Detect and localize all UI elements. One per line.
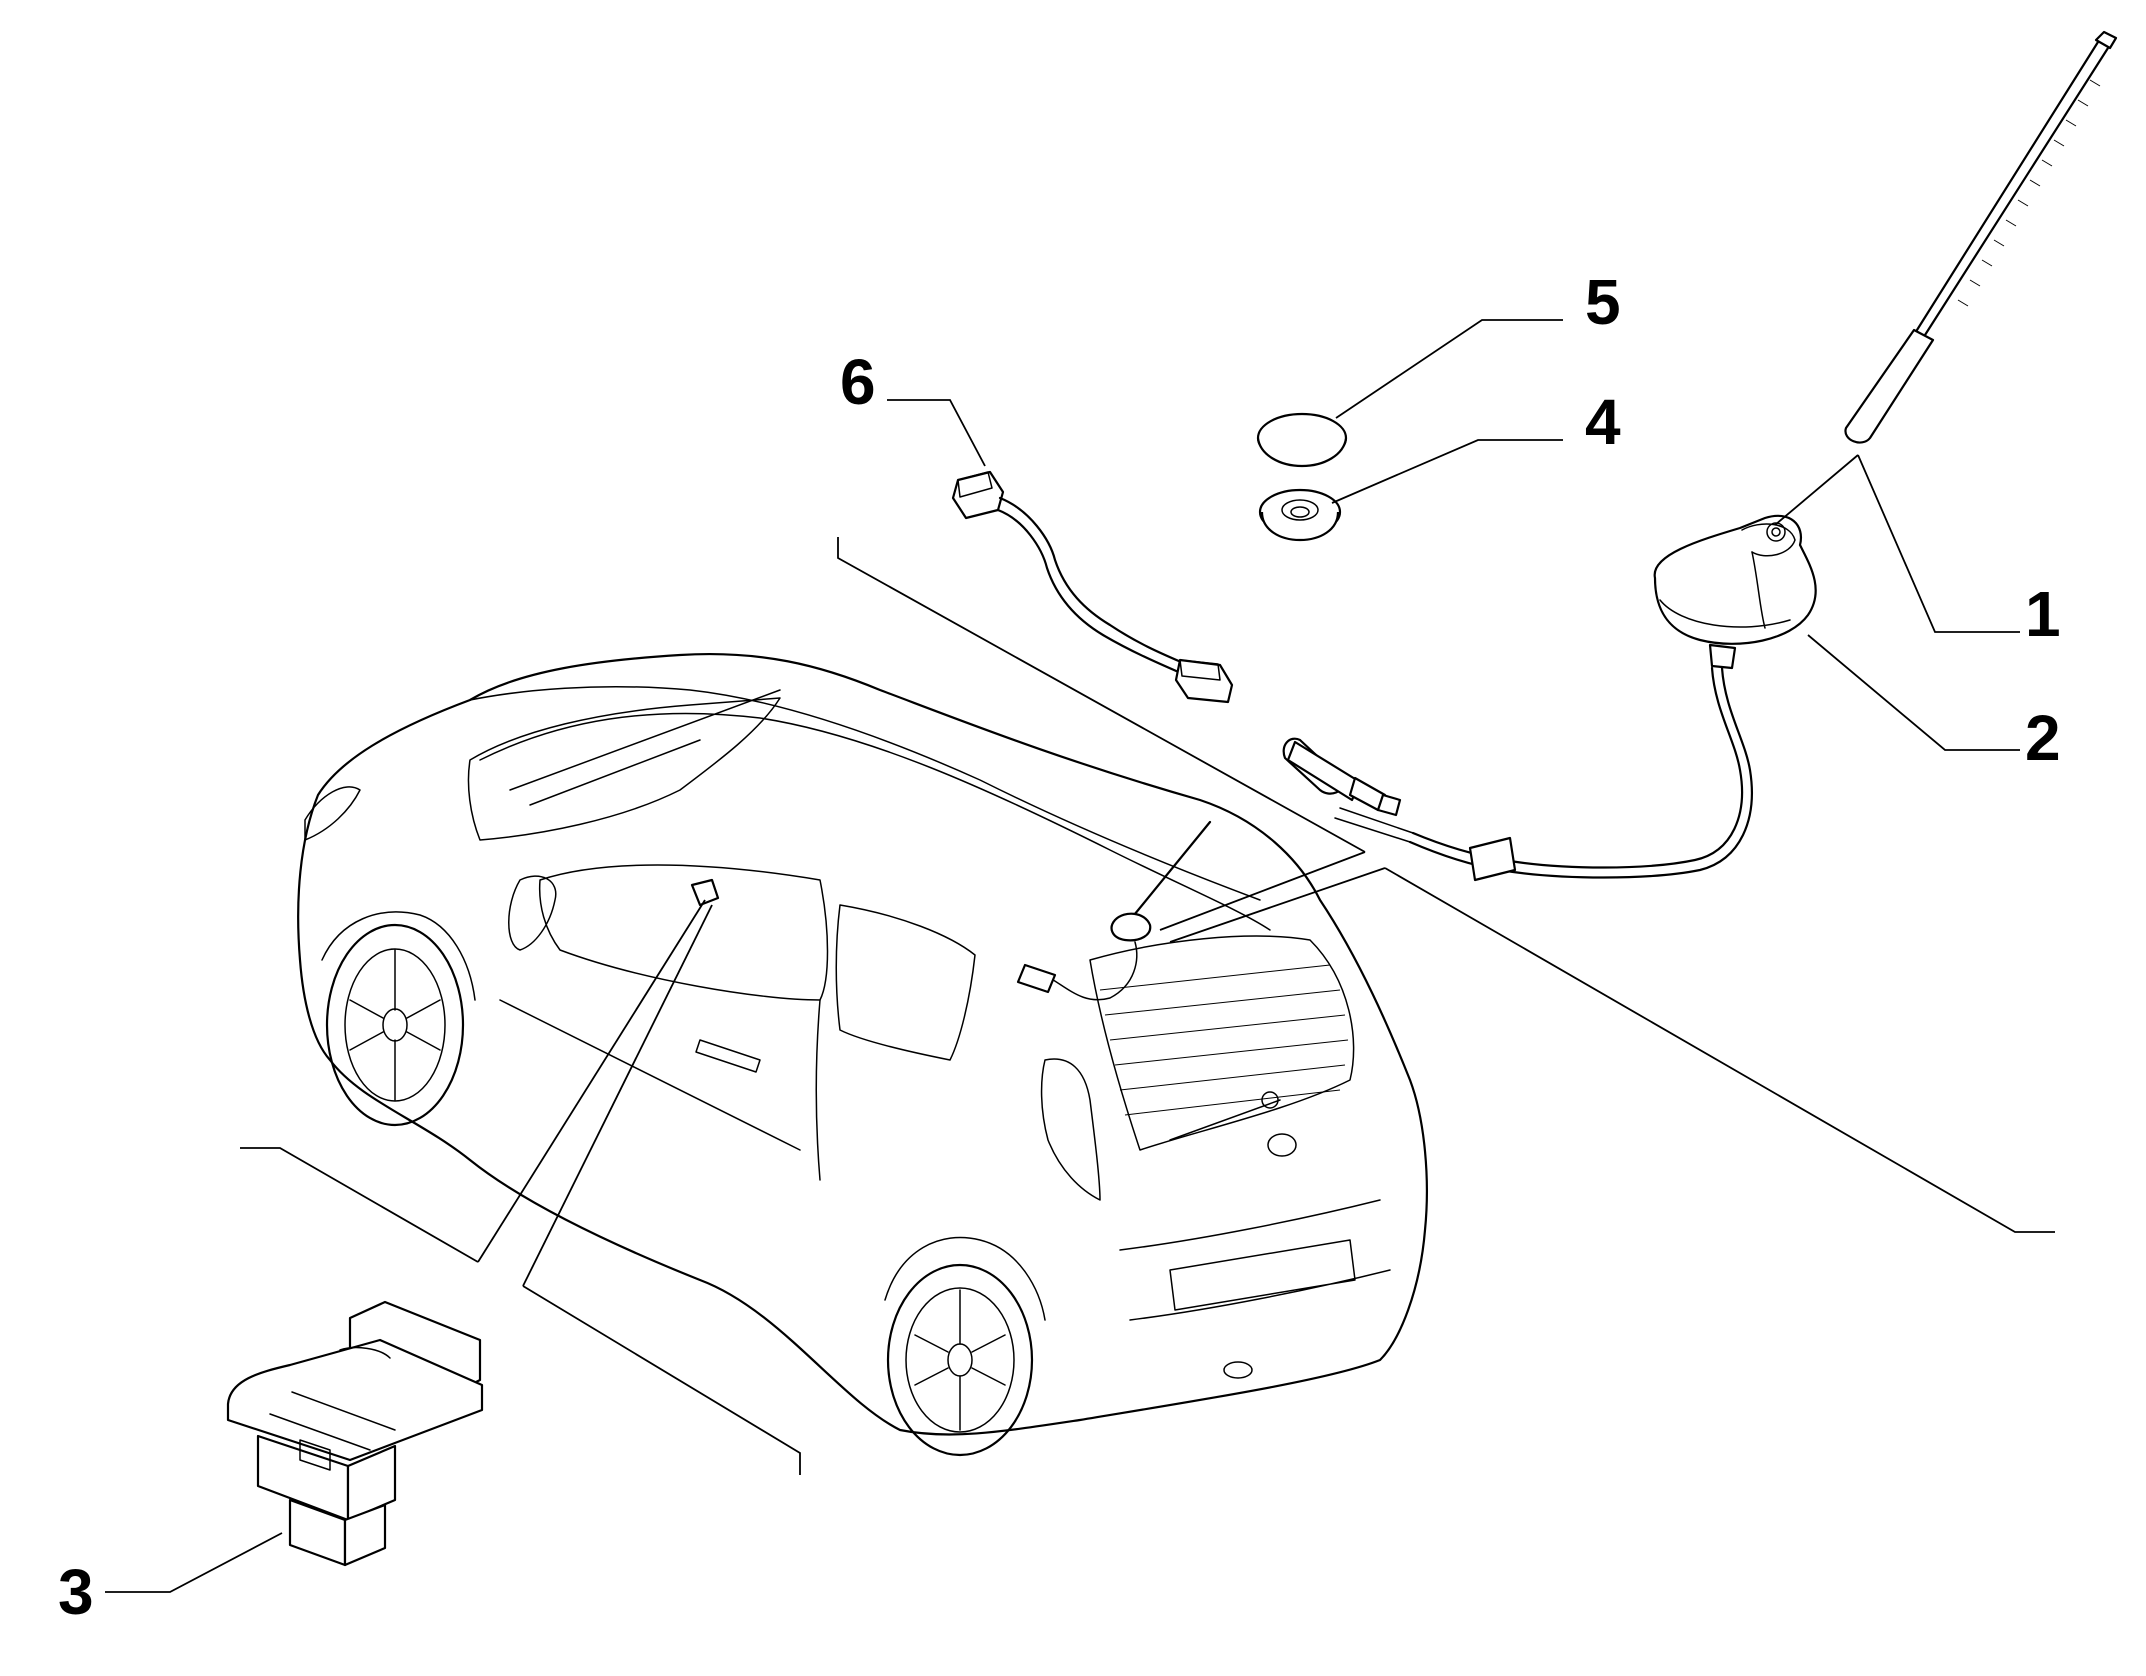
- car-cable-connector: [1016, 963, 1057, 994]
- leader-6: [887, 399, 986, 467]
- car-rear-emblem: [1267, 1133, 1297, 1157]
- car-roof-inner: [479, 712, 1271, 931]
- callout-1: 1: [2025, 578, 2061, 650]
- car-antenna-cable: [1049, 941, 1138, 1001]
- car-exhaust: [1223, 1361, 1253, 1379]
- car-tail-light: [1040, 1058, 1101, 1201]
- car-headlight: [304, 786, 361, 841]
- pointer-antenna-1: [1159, 851, 1366, 931]
- car-windshield: [467, 697, 781, 841]
- leader-2: [1807, 634, 2020, 751]
- car-wiper-rear: [1169, 1091, 1281, 1141]
- car-side-window: [538, 864, 829, 1001]
- car-rear-window: [1089, 935, 1355, 1151]
- cable-label-flag: [1468, 836, 1517, 882]
- callout-2: 2: [2025, 702, 2061, 774]
- callout-4: 4: [1585, 386, 1621, 458]
- callout-5: 5: [1585, 266, 1621, 338]
- pointer-antenna-2: [1169, 867, 1386, 943]
- car-roof-line: [469, 685, 1261, 901]
- callout-3: 3: [58, 1556, 94, 1628]
- pointer-usb-1: [477, 899, 706, 1263]
- car-illustration: [297, 652, 1428, 1457]
- bracket-antenna-group-lower: [1384, 867, 2055, 1233]
- car-rear-bumper: [1119, 1199, 1391, 1321]
- car-roof-antenna: [1128, 820, 1212, 922]
- bracket-usb-group-lower: [522, 1285, 801, 1475]
- car-usb-location: [690, 878, 720, 907]
- seal-grommet: [1258, 488, 1342, 542]
- connecting-cable: [951, 470, 1234, 704]
- antenna-coax-cable: [1408, 666, 1753, 879]
- leader-4: [1331, 439, 1563, 504]
- car-front-wheel: [321, 911, 476, 1127]
- usb-socket: [226, 1300, 484, 1567]
- callout-6: 6: [840, 346, 876, 418]
- leader-5: [1335, 319, 1563, 419]
- callout-leaders: [105, 319, 2020, 1593]
- leader-3: [105, 1532, 283, 1593]
- car-door-line: [499, 999, 821, 1181]
- car-body-outline: [297, 652, 1428, 1436]
- car-antenna-base: [1110, 912, 1152, 942]
- bracket-antenna-group: [837, 537, 1366, 853]
- car-rear-defroster-lines: [1099, 964, 1349, 1116]
- bracket-usb-group: [240, 1147, 479, 1263]
- leader-1: [1857, 454, 2020, 633]
- group-bracket-lines: [240, 537, 2055, 1475]
- car-rear-quarter-window: [835, 904, 976, 1061]
- leader-1b: [1774, 454, 1859, 526]
- car-door-handle: [695, 1039, 761, 1073]
- car-rear-wheel: [884, 1236, 1046, 1457]
- pointer-usb-2: [522, 904, 713, 1287]
- antenna-base: [1282, 514, 1817, 882]
- antenna-mast: [1844, 30, 2118, 444]
- cap-cover: [1256, 412, 1348, 468]
- car-wiper-front: [509, 689, 781, 806]
- car-side-mirror: [508, 875, 557, 951]
